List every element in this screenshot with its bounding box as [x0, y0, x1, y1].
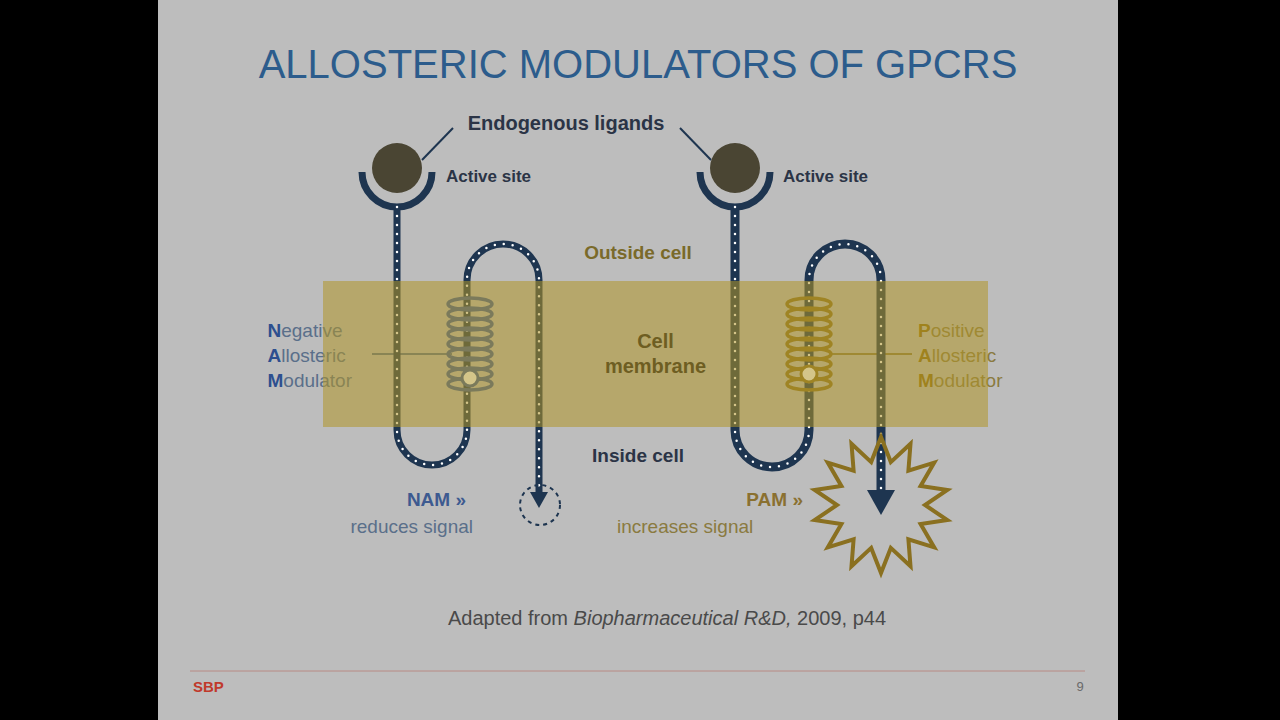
slide-title: ALLOSTERIC MODULATORS OF GPCRS: [259, 42, 1018, 87]
effect-label: increases signal: [617, 516, 753, 538]
slide-caption: Adapted from Biopharmaceutical R&D, 2009…: [448, 607, 886, 630]
leader-line: [680, 128, 711, 160]
effect-label: NAM »: [407, 489, 466, 511]
site-label: Active site: [783, 167, 868, 187]
region-label: Inside cell: [592, 445, 684, 467]
membrane-label: Cell membrane: [591, 329, 721, 379]
effect-label: reduces signal: [350, 516, 473, 538]
ligand-circle: [710, 143, 760, 193]
logo-text: SBP: [193, 678, 224, 695]
arrow-head: [530, 492, 548, 508]
site-label: Active site: [446, 167, 531, 187]
page-number: 9: [1076, 679, 1083, 694]
ligand-circle: [372, 143, 422, 193]
effect-label: PAM »: [746, 489, 803, 511]
leader-line: [422, 128, 453, 160]
ligand-label: Endogenous ligands: [468, 112, 665, 135]
arrow-head: [867, 490, 895, 515]
footer-rule: [190, 671, 1085, 672]
membrane-band: Cell membrane: [323, 281, 988, 427]
signal-burst: [815, 437, 948, 573]
region-label: Outside cell: [584, 242, 692, 264]
dashed-signal: [520, 485, 560, 525]
